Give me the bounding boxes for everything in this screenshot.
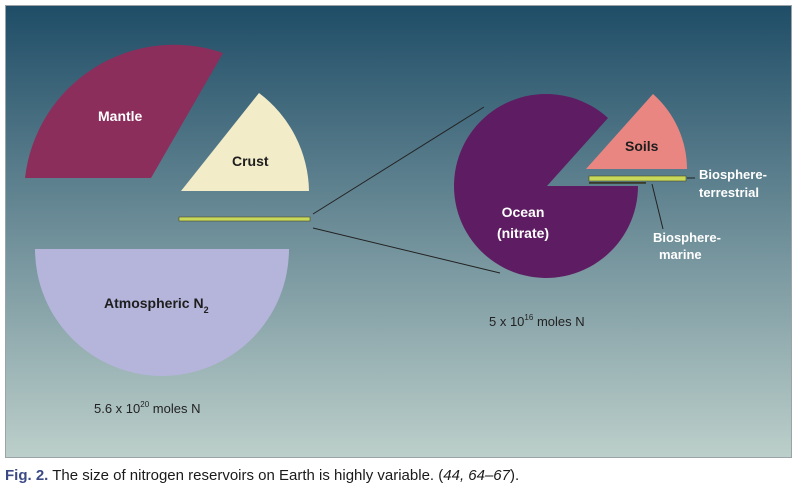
atmosphere-total-prefix: 5.6 x 10 [94, 401, 140, 416]
ocean-wedge [454, 93, 638, 278]
caption-close: ). [510, 467, 520, 484]
atmosphere-label-main: Atmospheric N [104, 295, 204, 311]
figure-label: Fig. 2. [5, 467, 49, 484]
atmosphere-label-sub: 2 [204, 305, 209, 315]
mantle-label: Mantle [98, 108, 143, 124]
biosphere-small-bar [178, 216, 311, 222]
caption-refs: 44, 64–67 [443, 467, 510, 484]
mantle-wedge [25, 44, 223, 178]
zoom-line-top [312, 106, 485, 215]
nitrogen-reservoir-diagram: Mantle Crust Atmospheric N2 5.6 x 1020 m… [6, 6, 791, 457]
biosphere-marine-label-line1: Biosphere- [653, 230, 721, 245]
ocean-label-line2: (nitrate) [497, 225, 549, 241]
atmosphere-total-suffix: moles N [149, 401, 200, 416]
ocean-total-exp: 16 [524, 313, 533, 322]
atmosphere-label: Atmospheric N2 [104, 295, 209, 315]
crust-label: Crust [232, 153, 269, 169]
soils-label: Soils [625, 138, 659, 154]
ocean-total: 5 x 1016 moles N [489, 313, 585, 329]
biosphere-terrestrial-bar [588, 175, 687, 182]
atmosphere-total-exp: 20 [140, 400, 149, 409]
soils-wedge [586, 94, 687, 169]
biosphere-marine-label-line2: marine [659, 247, 702, 262]
zoom-line-bottom [312, 227, 501, 274]
figure-caption: Fig. 2. The size of nitrogen reservoirs … [5, 467, 795, 484]
figure-panel: Mantle Crust Atmospheric N2 5.6 x 1020 m… [5, 5, 792, 458]
biosphere-marine-bar [589, 182, 646, 184]
marine-leader-line [651, 183, 664, 230]
biosphere-terrestrial-label-line2: terrestrial [699, 185, 759, 200]
caption-text: The size of nitrogen reservoirs on Earth… [48, 467, 444, 484]
biosphere-terrestrial-label-line1: Biosphere- [699, 167, 767, 182]
ocean-total-suffix: moles N [533, 314, 584, 329]
ocean-total-prefix: 5 x 10 [489, 314, 524, 329]
atmosphere-wedge [35, 249, 289, 376]
atmosphere-total: 5.6 x 1020 moles N [94, 400, 200, 416]
crust-wedge [181, 93, 309, 191]
ocean-label-line1: Ocean [502, 204, 545, 220]
